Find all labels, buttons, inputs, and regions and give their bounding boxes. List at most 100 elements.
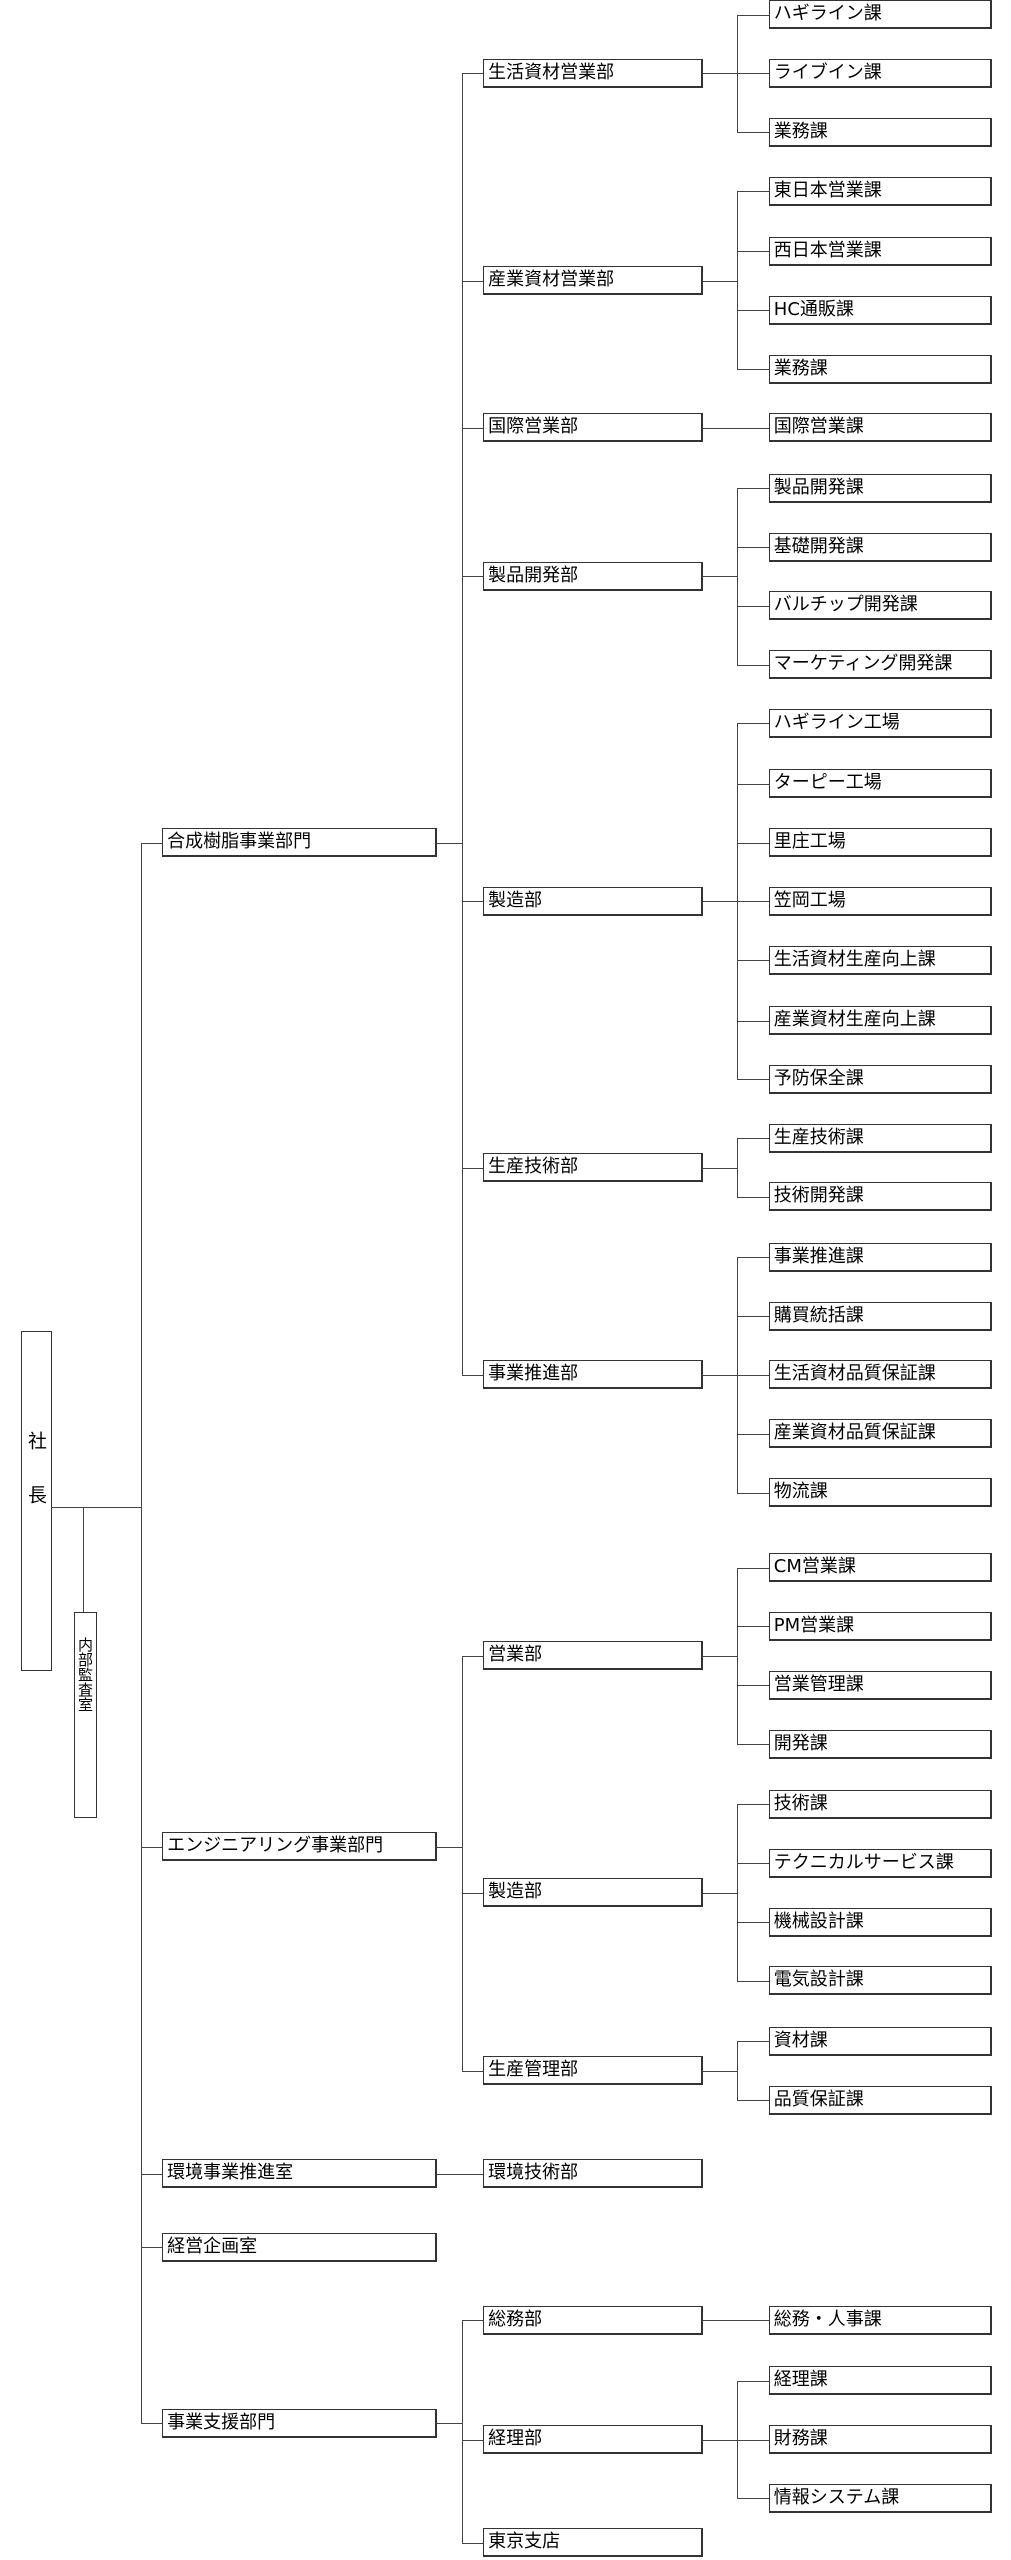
section-box: 生活資材生産向上課 xyxy=(768,945,992,975)
connector-line xyxy=(736,1020,769,1022)
section-box: 資材課 xyxy=(768,2026,992,2056)
section-box: 財務課 xyxy=(768,2425,992,2455)
connector-line xyxy=(736,191,738,370)
connector-line xyxy=(141,2173,163,2175)
connector-line xyxy=(702,1892,737,1894)
connector-line xyxy=(736,1567,769,1569)
department-box: 製造部 xyxy=(483,1878,703,1908)
connector-line xyxy=(736,14,738,133)
department-box: 製造部 xyxy=(483,886,703,916)
connector-line xyxy=(736,1567,738,1745)
connector-line xyxy=(436,2173,463,2175)
section-box: 産業資材品質保証課 xyxy=(768,1419,992,1449)
section-box: 技術開発課 xyxy=(768,1182,992,1212)
section-box: 東日本営業課 xyxy=(768,176,992,206)
section-box: 国際営業課 xyxy=(768,413,992,443)
section-box: 里庄工場 xyxy=(768,828,992,858)
connector-line xyxy=(436,2423,463,2425)
connector-line xyxy=(702,901,737,903)
department-box: 産業資材営業部 xyxy=(483,266,703,296)
connector-line xyxy=(736,2498,769,2500)
connector-line xyxy=(462,2439,484,2441)
connector-line xyxy=(736,842,769,844)
connector-line xyxy=(51,1507,142,1509)
connector-line xyxy=(736,1257,738,1493)
connector-line xyxy=(141,2423,163,2425)
section-box: 技術課 xyxy=(768,1789,992,1819)
section-box: 経理課 xyxy=(768,2366,992,2396)
connector-line xyxy=(702,2439,737,2441)
connector-line xyxy=(702,1374,737,1376)
section-box: 基礎開発課 xyxy=(768,532,992,562)
internal-audit-box: 内部監査室 xyxy=(74,1612,97,1818)
president-label: 社 長 xyxy=(25,1430,47,1512)
connector-line xyxy=(736,1138,769,1140)
internal-audit-label: 内部監査室 xyxy=(76,1637,94,1712)
connector-line xyxy=(736,2041,769,2043)
connector-line xyxy=(702,2320,737,2322)
connector-line xyxy=(736,1433,769,1435)
connector-line xyxy=(736,251,769,253)
section-box: 機械設計課 xyxy=(768,1907,992,1937)
connector-line xyxy=(736,1196,769,1198)
section-box: マーケティング開発課 xyxy=(768,650,992,680)
connector-line xyxy=(141,1846,163,1848)
section-box: 電気設計課 xyxy=(768,1966,992,1996)
connector-line xyxy=(462,280,484,282)
department-box: 国際営業部 xyxy=(483,413,703,443)
department-box: 生産管理部 xyxy=(483,2056,703,2086)
connector-line xyxy=(141,842,143,2424)
department-box: 環境技術部 xyxy=(483,2159,703,2189)
section-box: 生活資材品質保証課 xyxy=(768,1360,992,1390)
section-box: 物流課 xyxy=(768,1478,992,1508)
section-box: PM営業課 xyxy=(768,1611,992,1641)
section-box: ハギライン工場 xyxy=(768,708,992,738)
connector-line xyxy=(736,1079,769,1081)
connector-line xyxy=(736,1685,769,1687)
connector-line xyxy=(462,73,484,75)
connector-line xyxy=(462,1655,484,1657)
section-box: 総務・人事課 xyxy=(768,2305,992,2335)
division-box: 合成樹脂事業部門 xyxy=(162,828,437,858)
connector-line xyxy=(736,1744,769,1746)
connector-line xyxy=(462,2173,484,2175)
connector-line xyxy=(702,427,737,429)
connector-line xyxy=(462,2320,464,2543)
division-box: エンジニアリング事業部門 xyxy=(162,1832,437,1862)
connector-line xyxy=(736,1374,769,1376)
connector-line xyxy=(736,73,769,75)
section-box: HC通販課 xyxy=(768,295,992,325)
connector-line xyxy=(462,1167,484,1169)
section-box: 品質保証課 xyxy=(768,2085,992,2115)
division-box: 経営企画室 xyxy=(162,2232,437,2262)
connector-line xyxy=(736,1804,769,1806)
connector-line xyxy=(736,2439,769,2441)
section-box: 笠岡工場 xyxy=(768,886,992,916)
connector-line xyxy=(736,723,738,1080)
connector-line xyxy=(736,427,769,429)
connector-line xyxy=(462,576,484,578)
connector-line xyxy=(141,2247,163,2248)
connector-line xyxy=(702,280,737,282)
president-box: 社 長 xyxy=(21,1331,52,1671)
connector-line xyxy=(736,132,769,134)
connector-line xyxy=(736,191,769,193)
department-box: 事業推進部 xyxy=(483,1360,703,1390)
connector-line xyxy=(736,1863,769,1865)
section-box: ライブイン課 xyxy=(768,58,992,88)
section-box: 産業資材生産向上課 xyxy=(768,1006,992,1036)
section-box: 営業管理課 xyxy=(768,1670,992,1700)
connector-line xyxy=(736,310,769,312)
connector-line xyxy=(736,664,769,666)
department-box: 経理部 xyxy=(483,2425,703,2455)
section-box: ターピー工場 xyxy=(768,769,992,799)
connector-line xyxy=(736,1980,769,1982)
department-box: 東京支店 xyxy=(483,2528,703,2558)
connector-line xyxy=(736,723,769,725)
connector-line xyxy=(141,842,163,844)
section-box: 西日本営業課 xyxy=(768,236,992,266)
section-box: 製品開発課 xyxy=(768,473,992,503)
connector-line xyxy=(462,2542,484,2544)
section-box: 業務課 xyxy=(768,117,992,147)
section-box: 業務課 xyxy=(768,354,992,384)
